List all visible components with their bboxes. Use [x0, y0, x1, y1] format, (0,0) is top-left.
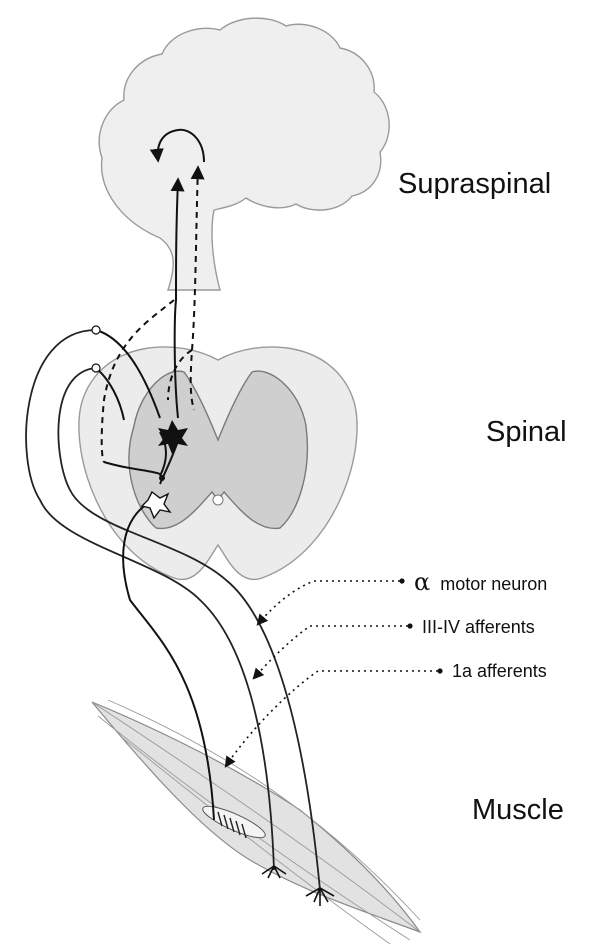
muscle-belly	[92, 702, 420, 932]
leader-alpha-motor-neuron	[258, 581, 400, 624]
leader-lines	[226, 581, 438, 766]
alpha-symbol: α	[414, 568, 430, 596]
leader-iii-iv-afferents	[254, 626, 408, 678]
muscle	[92, 700, 420, 944]
label-iii-iv-afferents: III-IV afferents	[422, 618, 535, 636]
leader-ia-afferents	[226, 671, 438, 766]
afferent-ganglion-dot	[92, 364, 100, 372]
level-label-supraspinal: Supraspinal	[398, 170, 551, 199]
spinal-cord	[79, 347, 357, 580]
level-label-muscle: Muscle	[472, 796, 564, 825]
level-label-spinal: Spinal	[486, 418, 567, 447]
label-ia-afferents: 1a afferents	[452, 662, 547, 680]
brain-outline	[99, 18, 389, 290]
label-alpha-motor-neuron: α motor neuron	[414, 570, 547, 594]
synapse-dot	[159, 475, 165, 481]
central-canal	[213, 495, 223, 505]
alpha-motor-neuron-text: motor neuron	[440, 574, 547, 594]
afferent-ganglion-dot	[92, 326, 100, 334]
brain	[99, 18, 389, 290]
